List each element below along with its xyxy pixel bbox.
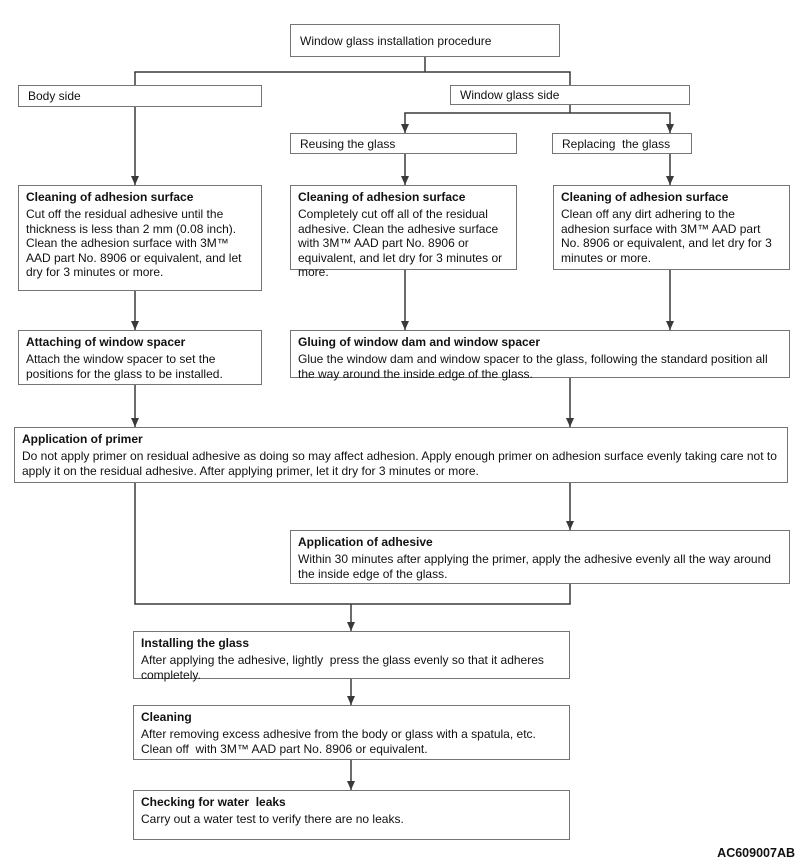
node-window-glass-side-label: Window glass side	[460, 88, 560, 102]
node-attaching-window-spacer: Attaching of window spacer Attach the wi…	[18, 330, 262, 385]
node-body: After applying the adhesive, lightly pre…	[141, 653, 548, 682]
node-cleaning-adhesion-replace: Cleaning of adhesion surface Clean off a…	[553, 185, 790, 270]
figure-code: AC609007AB	[717, 846, 795, 860]
node-installing-the-glass: Installing the glass After applying the …	[133, 631, 570, 682]
node-replacing-the-glass: Replacing the glass	[552, 133, 692, 154]
node-body: Cut off the residual adhesive until the …	[26, 207, 245, 280]
node-title: Application of primer	[22, 432, 143, 446]
node-cleaning-adhesion-body-side: Cleaning of adhesion surface Cut off the…	[18, 185, 262, 291]
node-body: Completely cut off all of the residual a…	[298, 207, 506, 280]
node-body: Within 30 minutes after applying the pri…	[298, 552, 775, 581]
node-body-side-label: Body side	[28, 89, 81, 103]
node-body: Attach the window spacer to set the posi…	[26, 352, 223, 381]
node-body-side: Body side	[18, 85, 262, 107]
node-replacing-label: Replacing the glass	[562, 136, 671, 151]
node-application-of-primer: Application of primer Do not apply prime…	[14, 427, 788, 483]
node-body: Carry out a water test to verify there a…	[141, 812, 404, 826]
node-window-glass-side: Window glass side	[450, 85, 690, 105]
node-title: Cleaning of adhesion surface	[298, 190, 466, 204]
node-title: Cleaning	[141, 710, 192, 724]
node-body: After removing excess adhesive from the …	[141, 727, 540, 756]
node-body: Do not apply primer on residual adhesive…	[22, 449, 781, 478]
node-application-of-adhesive: Application of adhesive Within 30 minute…	[290, 530, 790, 584]
node-title: Checking for water leaks	[141, 795, 286, 809]
node-title: Installing the glass	[141, 636, 250, 650]
node-reusing-the-glass: Reusing the glass	[290, 133, 517, 154]
node-title: Cleaning of adhesion surface	[26, 190, 194, 204]
node-title: Attaching of window spacer	[26, 335, 186, 349]
node-start-label: Window glass installation procedure	[300, 33, 492, 48]
node-reusing-label: Reusing the glass	[300, 136, 396, 151]
node-start: Window glass installation procedure	[290, 24, 560, 57]
node-title: Cleaning of adhesion surface	[561, 190, 729, 204]
node-cleaning-final: Cleaning After removing excess adhesive …	[133, 705, 570, 760]
node-gluing-window-dam: Gluing of window dam and window spacer G…	[290, 330, 790, 381]
node-title: Application of adhesive	[298, 535, 433, 549]
node-body: Glue the window dam and window spacer to…	[298, 352, 771, 381]
node-checking-water-leaks: Checking for water leaks Carry out a wat…	[133, 790, 570, 840]
node-body: Clean off any dirt adhering to the adhes…	[561, 207, 776, 265]
node-cleaning-adhesion-reuse: Cleaning of adhesion surface Completely …	[290, 185, 517, 279]
node-title: Gluing of window dam and window spacer	[298, 335, 541, 349]
